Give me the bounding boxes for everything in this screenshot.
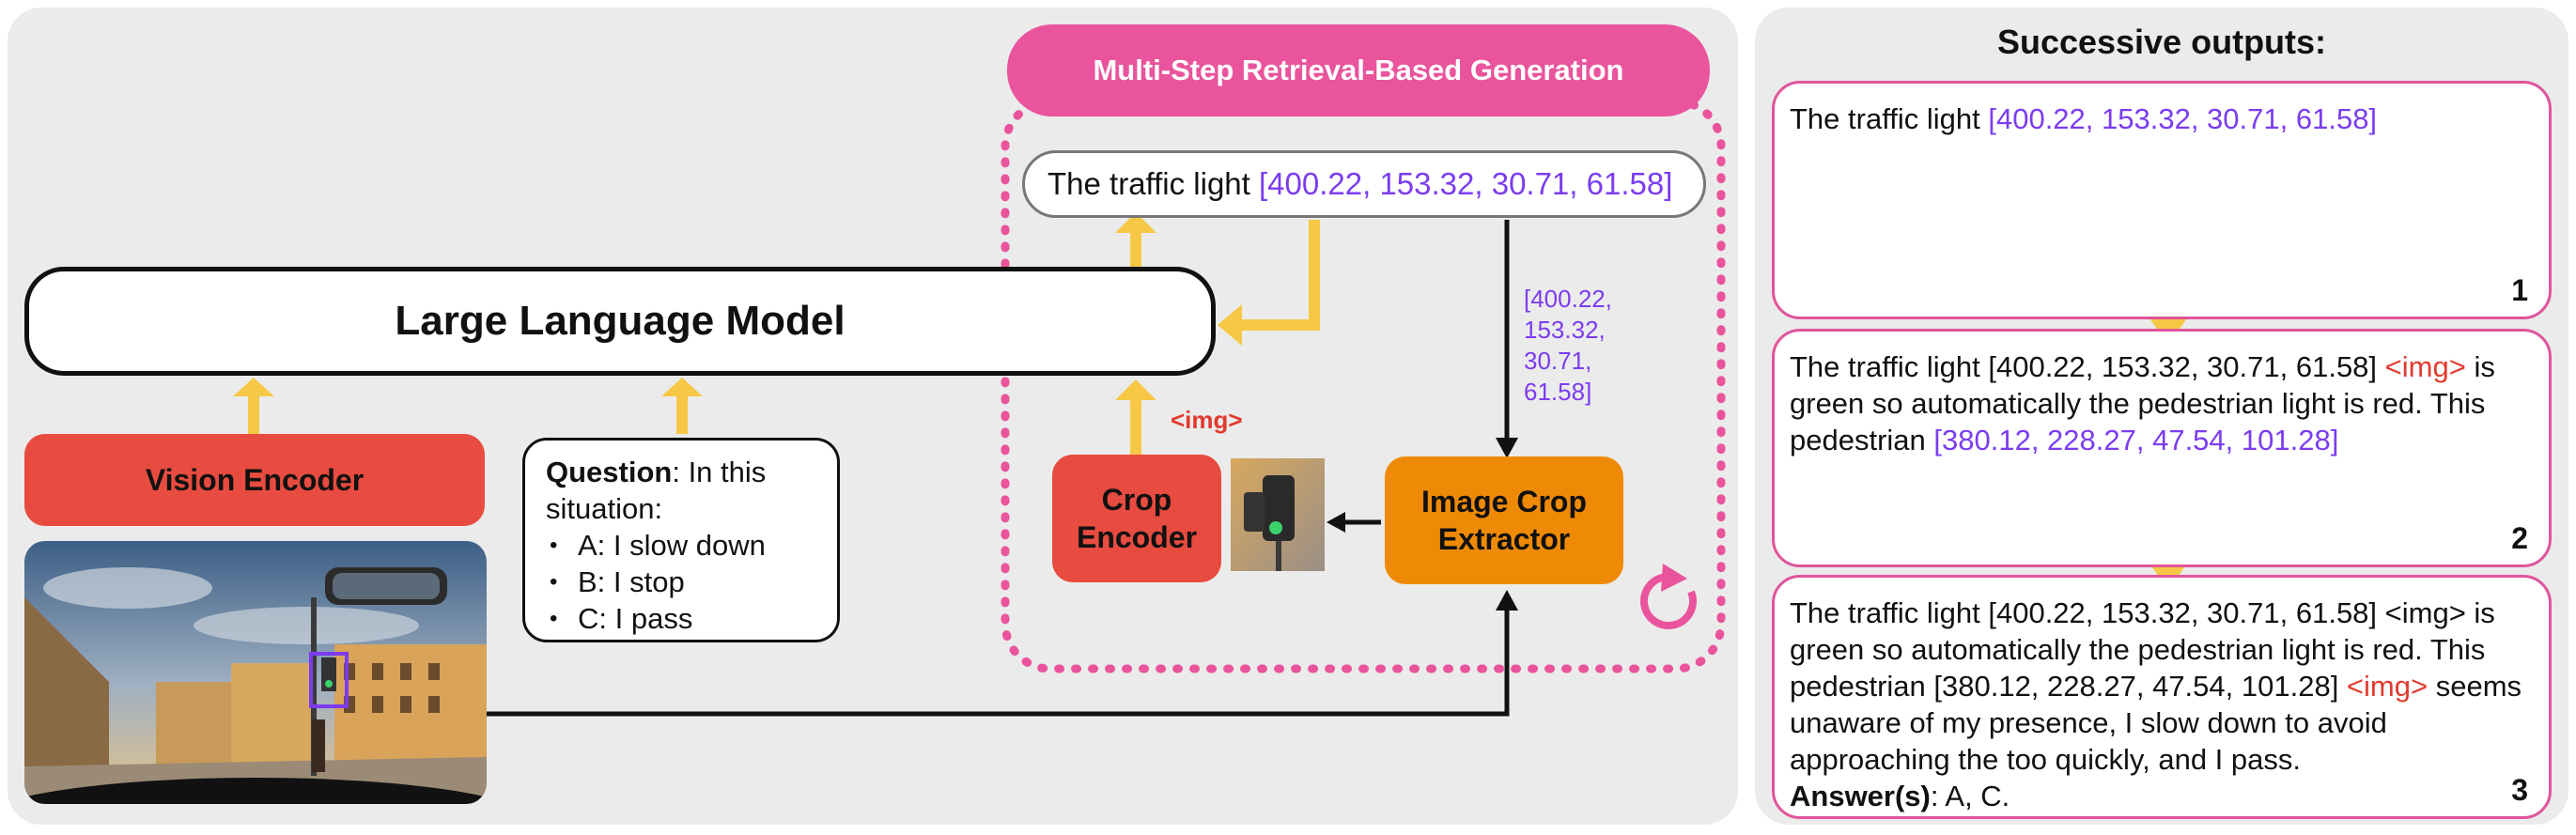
driving-scene-image — [24, 541, 487, 804]
coords-line: 30.71, — [1524, 347, 1592, 375]
retrieval-title-pill: Multi-Step Retrieval-Based Generation — [1007, 24, 1710, 116]
question-prompt: : In this situation: — [546, 456, 767, 525]
output-3-answer: Answer(s): A, C. — [1790, 778, 2534, 814]
extractor-line: Extractor — [1437, 522, 1571, 556]
output-2-text-cont: is green so automatically the pedestrian… — [1790, 350, 2504, 456]
output-1-text: The traffic light — [1790, 102, 1989, 135]
question-label: Question — [546, 456, 673, 488]
output-2-coords: [380.12, 228.27, 47.54, 101.28] — [1933, 424, 2339, 456]
refresh-icon — [1640, 564, 1697, 629]
extractor-line: Image Crop — [1420, 485, 1588, 518]
option-item: B: I stop — [550, 564, 816, 600]
answer-label: Answer(s) — [1790, 780, 1931, 812]
question-text: Question: In this situation: — [546, 454, 816, 527]
pill-coords: [400.22, 153.32, 30.71, 61.58] — [1259, 166, 1673, 201]
coords-line: 153.32, — [1524, 316, 1606, 344]
output-1-number: 1 — [2511, 273, 2528, 307]
image-crop-extractor-box: Image Crop Extractor — [1385, 456, 1623, 584]
img-tag-label: <img> — [1171, 406, 1243, 435]
outputs-title: Successive outputs: — [1755, 23, 2568, 62]
output-2-img-tag: <img> — [2384, 350, 2466, 383]
output-3-img-tag: <img> — [2346, 670, 2429, 703]
outputs-title-text: Successive outputs: — [1996, 23, 2327, 61]
question-box: Question: In this situation: A: I slow d… — [522, 438, 840, 642]
output-2-text: The traffic light [400.22, 153.32, 30.71… — [1790, 350, 2385, 383]
question-options: A: I slow down B: I stop C: I pass — [546, 527, 816, 637]
coords-line: 61.58] — [1524, 378, 1592, 406]
large-language-model-box: Large Language Model — [24, 267, 1216, 376]
img-tag-text: <img> — [1171, 406, 1243, 434]
retrieval-loop-border — [1001, 97, 1726, 673]
answer-value: : A, C. — [1930, 780, 2010, 812]
traffic-light-bbox — [309, 652, 349, 708]
output-3-text-cont: seems unaware of my presence, I slow dow… — [1790, 670, 2530, 776]
output-1-coords: [400.22, 153.32, 30.71, 61.58] — [1988, 102, 2378, 135]
option-item: C: I pass — [550, 600, 816, 637]
output-2-number: 2 — [2511, 521, 2528, 555]
option-item: A: I slow down — [550, 527, 816, 564]
coords-label: [400.22, 153.32, 30.71, 61.58] — [1524, 284, 1637, 408]
traffic-light-crop-thumbnail — [1231, 458, 1325, 571]
pill-text: The traffic light — [1047, 166, 1259, 201]
output-box-3: The traffic light [400.22, 153.32, 30.71… — [1772, 575, 2552, 819]
output-box-2: The traffic light [400.22, 153.32, 30.71… — [1772, 329, 2552, 567]
vision-encoder-box: Vision Encoder — [24, 434, 485, 526]
output-3-text: The traffic light [400.22, 153.32, 30.71… — [1790, 596, 2504, 703]
llm-label: Large Language Model — [395, 298, 846, 344]
generated-text-pill: The traffic light [400.22, 153.32, 30.71… — [1022, 150, 1706, 218]
output-3-number: 3 — [2511, 773, 2528, 807]
retrieval-title: Multi-Step Retrieval-Based Generation — [1093, 54, 1624, 86]
vision-encoder-label: Vision Encoder — [145, 463, 365, 497]
output-box-1: The traffic light [400.22, 153.32, 30.71… — [1772, 81, 2552, 319]
coords-line: [400.22, — [1524, 285, 1612, 313]
crop-encoder-box: Crop Encoder — [1052, 455, 1221, 582]
crop-encoder-line: Encoder — [1076, 520, 1198, 554]
crop-encoder-line: Crop — [1101, 483, 1172, 517]
